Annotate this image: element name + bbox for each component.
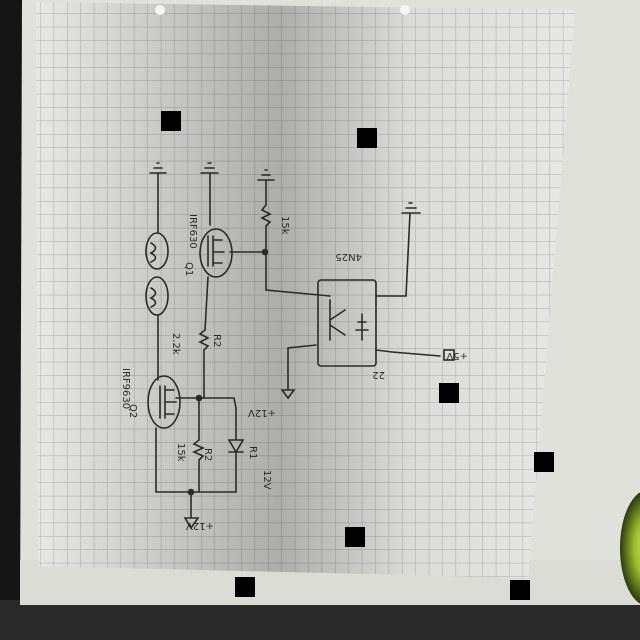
marker-7 <box>510 580 530 600</box>
grid-paper <box>36 2 575 578</box>
schematic-labels: 4N25 IRF630 IRF9630 Q1 Q2 15k 2.2k R2 15… <box>120 214 468 531</box>
label-15k-bottom: 15k <box>175 443 186 462</box>
marker-6 <box>235 577 255 597</box>
label-zener: 12V <box>261 470 272 490</box>
marker-4 <box>534 452 554 472</box>
schematic <box>145 162 455 530</box>
label-irf630: IRF630 <box>187 214 198 249</box>
label-r1: R1 <box>247 446 258 459</box>
marker-1 <box>161 111 181 131</box>
marker-2 <box>357 128 377 148</box>
label-5v: +5V <box>446 350 468 361</box>
dark-bottom <box>0 600 640 640</box>
label-q1: Q1 <box>183 262 194 276</box>
marker-3 <box>439 383 459 403</box>
label-irf9630: IRF9630 <box>120 368 131 409</box>
label-2-2k: 2.2k <box>170 333 181 355</box>
green-object <box>620 492 640 604</box>
label-4n25: 4N25 <box>335 251 362 262</box>
label-q2: Q2 <box>127 404 138 418</box>
label-15k-top: 15k <box>279 216 290 235</box>
label-22: 22 <box>372 369 385 380</box>
label-12v-left: +12V <box>248 407 276 418</box>
redaction-markers <box>161 111 554 600</box>
label-r2-mid: R2 <box>211 334 222 347</box>
label-r2-bottom: R2 <box>202 448 213 461</box>
label-12v-bottom: +12V <box>186 520 214 531</box>
marker-5 <box>345 527 365 547</box>
